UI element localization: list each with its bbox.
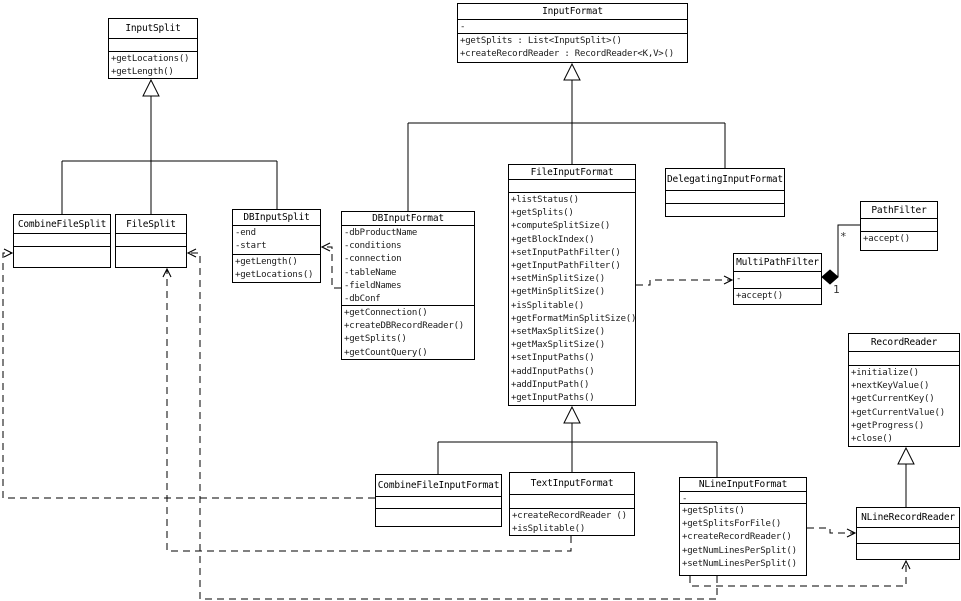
- generalization-to-inputformat: [407, 62, 726, 211]
- dependency-nlineinputformat-to-nlinerecordreader-bottom: [689, 561, 906, 587]
- class-methods: [14, 247, 110, 269]
- class-attributes: -: [734, 272, 821, 289]
- class-attributes: -end-start: [233, 226, 320, 255]
- dependency-fileinputformat-to-multipathfilter: [636, 280, 732, 286]
- class-title: MultiPathFilter: [734, 254, 821, 272]
- class-methods: +getSplits()+getSplitsForFile()+createRe…: [682, 506, 797, 569]
- class-attributes: [849, 352, 959, 366]
- class-title: RecordReader: [849, 334, 959, 352]
- multiplicity-one-label: 1: [833, 283, 840, 296]
- class-title: DBInputSplit: [233, 210, 320, 226]
- generalization-to-recordreader: [897, 446, 915, 507]
- class-title: CombineFileInputFormat: [376, 475, 501, 497]
- class-methods: +getLocations()+getLength(): [111, 54, 190, 78]
- class-methods: +getConnection()+createDBRecordReader()+…: [344, 308, 465, 358]
- class-methods: +createRecordReader ()+isSplitable(): [512, 511, 627, 535]
- class-attributes: [857, 528, 959, 544]
- dependency-combinefileinputformat-to-combinefilesplit: [2, 253, 375, 499]
- class-combinefileinputformat: CombineFileInputFormat: [375, 474, 502, 527]
- class-nlineinputformat: NLineInputFormat - +getSplits()+getSplit…: [679, 477, 807, 576]
- multiplicity-star-label: *: [840, 230, 847, 243]
- class-inputsplit: InputSplit +getLocations()+getLength(): [108, 18, 198, 79]
- class-pathfilter: PathFilter +accept(): [860, 201, 938, 251]
- class-nlinerecordreader: NLineRecordReader: [856, 507, 960, 560]
- class-methods: [116, 247, 186, 269]
- class-attributes: [376, 497, 501, 509]
- generalization-to-inputsplit: [61, 78, 278, 214]
- class-title: InputSplit: [109, 19, 197, 39]
- class-methods: +getLength()+getLocations(): [235, 257, 314, 281]
- class-title: InputFormat: [458, 4, 687, 20]
- class-dbinputformat: DBInputFormat -dbProductName-conditions-…: [341, 211, 475, 360]
- class-methods: [666, 204, 784, 218]
- class-combinefilesplit: CombineFileSplit: [13, 214, 111, 268]
- dependency-textinputformat-to-filesplit: [167, 269, 572, 552]
- class-multipathfilter: MultiPathFilter - +accept(): [733, 253, 822, 305]
- class-attributes: -: [458, 20, 687, 34]
- class-attributes: [861, 219, 937, 232]
- class-title: TextInputFormat: [510, 473, 634, 495]
- generalization-to-fileinputformat: [437, 405, 718, 477]
- class-methods: +accept(): [863, 234, 910, 244]
- class-attributes: [666, 191, 784, 204]
- class-title: FileSplit: [116, 215, 186, 234]
- dependency-dbinputformat-to-dbinputsplit: [322, 247, 341, 289]
- class-title: PathFilter: [861, 202, 937, 219]
- class-attributes: -dbProductName-conditions-connection-tab…: [342, 226, 474, 306]
- class-methods: +accept(): [736, 291, 783, 301]
- dependency-nlineinputformat-to-filesplit: [188, 253, 718, 600]
- class-methods: +getSplits : List<InputSplit>()+createRe…: [460, 36, 674, 60]
- class-attributes: [14, 234, 110, 247]
- class-dbinputsplit: DBInputSplit -end-start +getLength()+get…: [232, 209, 321, 283]
- class-title: DelegatingInputFormat: [666, 169, 784, 191]
- class-delegatinginputformat: DelegatingInputFormat: [665, 168, 785, 217]
- class-methods: [376, 509, 501, 528]
- class-title: CombineFileSplit: [14, 215, 110, 234]
- class-attributes: -: [680, 492, 806, 504]
- class-attributes: [116, 234, 186, 247]
- class-title: NLineRecordReader: [857, 508, 959, 528]
- class-methods: [857, 544, 959, 561]
- composition-multipathfilter-pathfilter: [821, 224, 860, 285]
- class-filesplit: FileSplit: [115, 214, 187, 268]
- class-title: DBInputFormat: [342, 212, 474, 226]
- class-fileinputformat: FileInputFormat +listStatus()+getSplits(…: [508, 164, 636, 406]
- class-recordreader: RecordReader +initialize()+nextKeyValue(…: [848, 333, 960, 447]
- class-methods: +listStatus()+getSplits()+computeSplitSi…: [511, 195, 635, 404]
- class-attributes: [109, 39, 197, 52]
- class-attributes: [509, 180, 635, 193]
- class-textinputformat: TextInputFormat +createRecordReader ()+i…: [509, 472, 635, 536]
- class-title: NLineInputFormat: [680, 478, 806, 492]
- class-methods: +initialize()+nextKeyValue()+getCurrentK…: [851, 368, 945, 445]
- class-attributes: [510, 495, 634, 509]
- class-inputformat: InputFormat - +getSplits : List<InputSpl…: [457, 3, 688, 63]
- class-title: FileInputFormat: [509, 165, 635, 180]
- dependency-nlineinputformat-to-nlinerecordreader-side: [807, 527, 855, 533]
